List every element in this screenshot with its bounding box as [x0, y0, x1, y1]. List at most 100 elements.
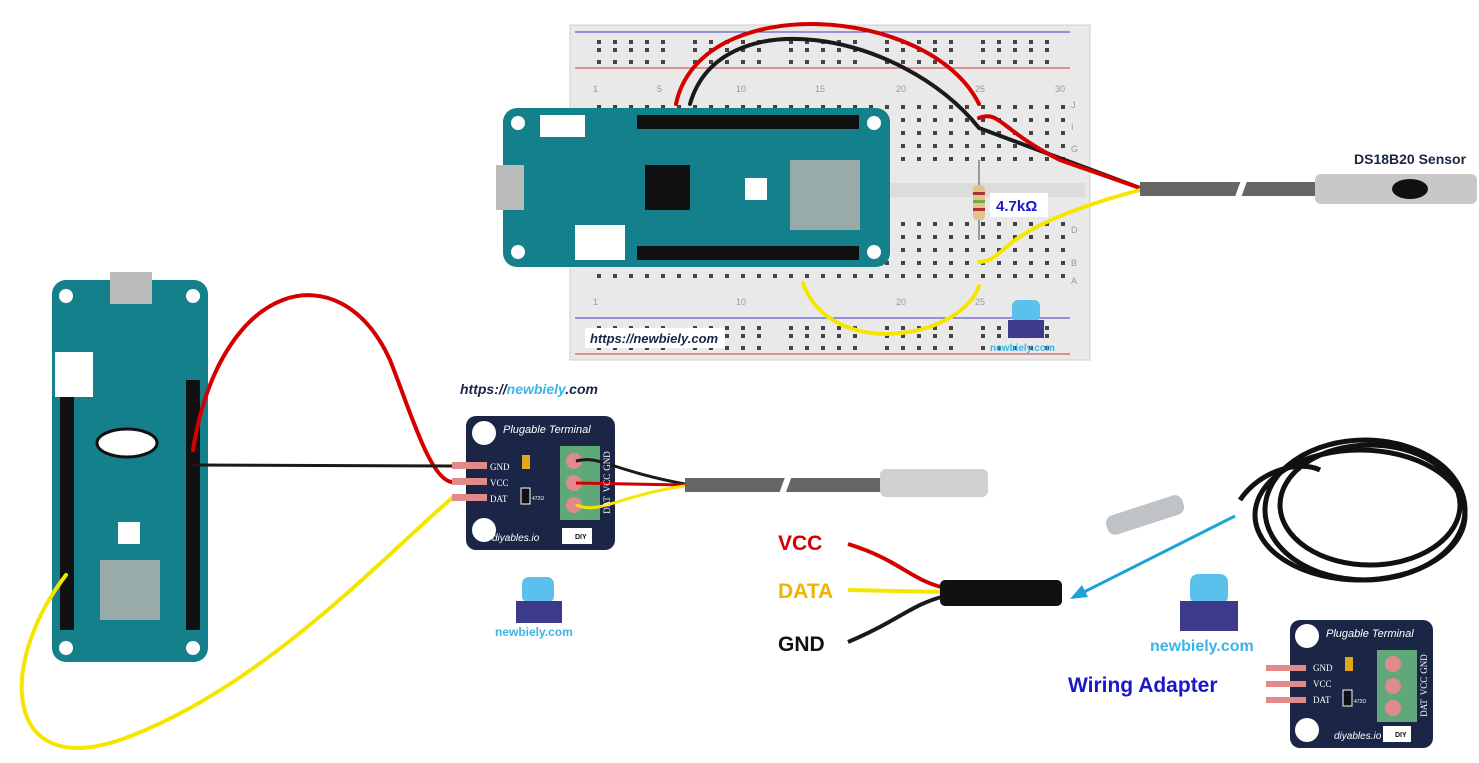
breadboard-hole	[933, 48, 937, 52]
breadboard-hole	[853, 105, 857, 109]
breadboard-hole	[821, 334, 825, 338]
breadboard-hole	[757, 274, 761, 278]
breadboard-hole	[965, 274, 969, 278]
breadboard-hole	[1045, 346, 1049, 350]
breadboard-hole	[757, 60, 761, 64]
owl-caption: newbiely.com	[495, 625, 573, 639]
screw-label: GND	[602, 451, 612, 471]
row-letter: J	[1071, 100, 1076, 110]
breadboard-hole	[757, 105, 761, 109]
breadboard-hole	[725, 48, 729, 52]
resistor-label: 472Ω	[1354, 699, 1366, 705]
breadboard-hole	[757, 48, 761, 52]
arrow-icon	[1070, 514, 1236, 599]
column-number: 10	[736, 297, 746, 307]
owl-logo-left: newbiely.com	[495, 577, 573, 639]
breadboard-hole	[981, 105, 985, 109]
breadboard-hole	[757, 346, 761, 350]
breadboard-hole	[757, 326, 761, 330]
arduino-terminal-wires	[19, 293, 454, 750]
breadboard-hole	[997, 346, 1001, 350]
breadboard-hole	[821, 48, 825, 52]
breadboard-hole	[917, 157, 921, 161]
breadboard-hole	[965, 118, 969, 122]
breadboard-hole	[933, 326, 937, 330]
breadboard-hole	[789, 334, 793, 338]
breadboard-hole	[629, 60, 633, 64]
column-number: 25	[975, 84, 985, 94]
breadboard-hole	[1029, 261, 1033, 265]
breadboard-hole	[853, 40, 857, 44]
breadboard-hole	[837, 346, 841, 350]
breadboard-hole	[901, 118, 905, 122]
breadboard-hole	[661, 274, 665, 278]
breadboard-hole	[917, 235, 921, 239]
column-number: 20	[896, 297, 906, 307]
breadboard-hole	[1061, 274, 1065, 278]
screw-label: VCC	[1419, 677, 1429, 696]
breadboard-hole	[933, 105, 937, 109]
breadboard-hole	[1013, 40, 1017, 44]
breadboard-hole	[981, 118, 985, 122]
breadboard-hole	[597, 60, 601, 64]
breadboard-hole	[597, 274, 601, 278]
breadboard-hole	[1061, 248, 1065, 252]
breadboard-hole	[949, 118, 953, 122]
breadboard-hole	[629, 274, 633, 278]
breadboard-hole	[789, 346, 793, 350]
breadboard-hole	[741, 48, 745, 52]
pin-label: GND	[1313, 663, 1333, 673]
breadboard-hole	[981, 48, 985, 52]
breadboard-hole	[933, 235, 937, 239]
breadboard-hole	[917, 261, 921, 265]
breadboard-hole	[965, 144, 969, 148]
breadboard-hole	[997, 144, 1001, 148]
breadboard-hole	[1045, 131, 1049, 135]
breadboard-hole	[1029, 118, 1033, 122]
breadboard-hole	[805, 48, 809, 52]
breadboard-hole	[1045, 261, 1049, 265]
breadboard-hole	[613, 105, 617, 109]
breadboard-hole	[805, 60, 809, 64]
breadboard-hole	[1013, 274, 1017, 278]
breadboard-hole	[997, 235, 1001, 239]
breadboard-hole	[837, 48, 841, 52]
breadboard-hole	[933, 248, 937, 252]
breadboard-hole	[917, 334, 921, 338]
breadboard-hole	[997, 131, 1001, 135]
legend-gnd: GND	[778, 633, 825, 656]
screw-label: DAT	[602, 496, 612, 514]
breadboard-hole	[901, 131, 905, 135]
breadboard-hole	[661, 40, 665, 44]
breadboard-hole	[981, 222, 985, 226]
breadboard-hole	[1013, 346, 1017, 350]
breadboard-hole	[949, 334, 953, 338]
breadboard-hole	[1029, 274, 1033, 278]
breadboard-hole	[949, 40, 953, 44]
breadboard-hole	[837, 105, 841, 109]
breadboard-hole	[949, 346, 953, 350]
owl-logo-right: newbiely.com	[1150, 574, 1254, 655]
breadboard-hole	[853, 274, 857, 278]
breadboard-hole	[933, 274, 937, 278]
breadboard-hole	[949, 274, 953, 278]
breadboard-hole	[901, 60, 905, 64]
legend-data: DATA	[778, 580, 833, 603]
breadboard-hole	[789, 274, 793, 278]
row-letter: B	[1071, 258, 1077, 268]
breadboard-hole	[997, 105, 1001, 109]
breadboard-hole	[869, 274, 873, 278]
breadboard-hole	[965, 248, 969, 252]
breadboard-hole	[917, 118, 921, 122]
breadboard-watermark: https://newbiely.com	[590, 331, 719, 346]
pin-label: DAT	[1313, 695, 1331, 705]
brand-label: diyables.io	[1334, 731, 1382, 742]
breadboard-hole	[837, 334, 841, 338]
breadboard-hole	[1013, 235, 1017, 239]
breadboard-hole	[661, 105, 665, 109]
breadboard-hole	[981, 144, 985, 148]
breadboard-hole	[725, 346, 729, 350]
resistor-label: 472Ω	[532, 496, 544, 502]
